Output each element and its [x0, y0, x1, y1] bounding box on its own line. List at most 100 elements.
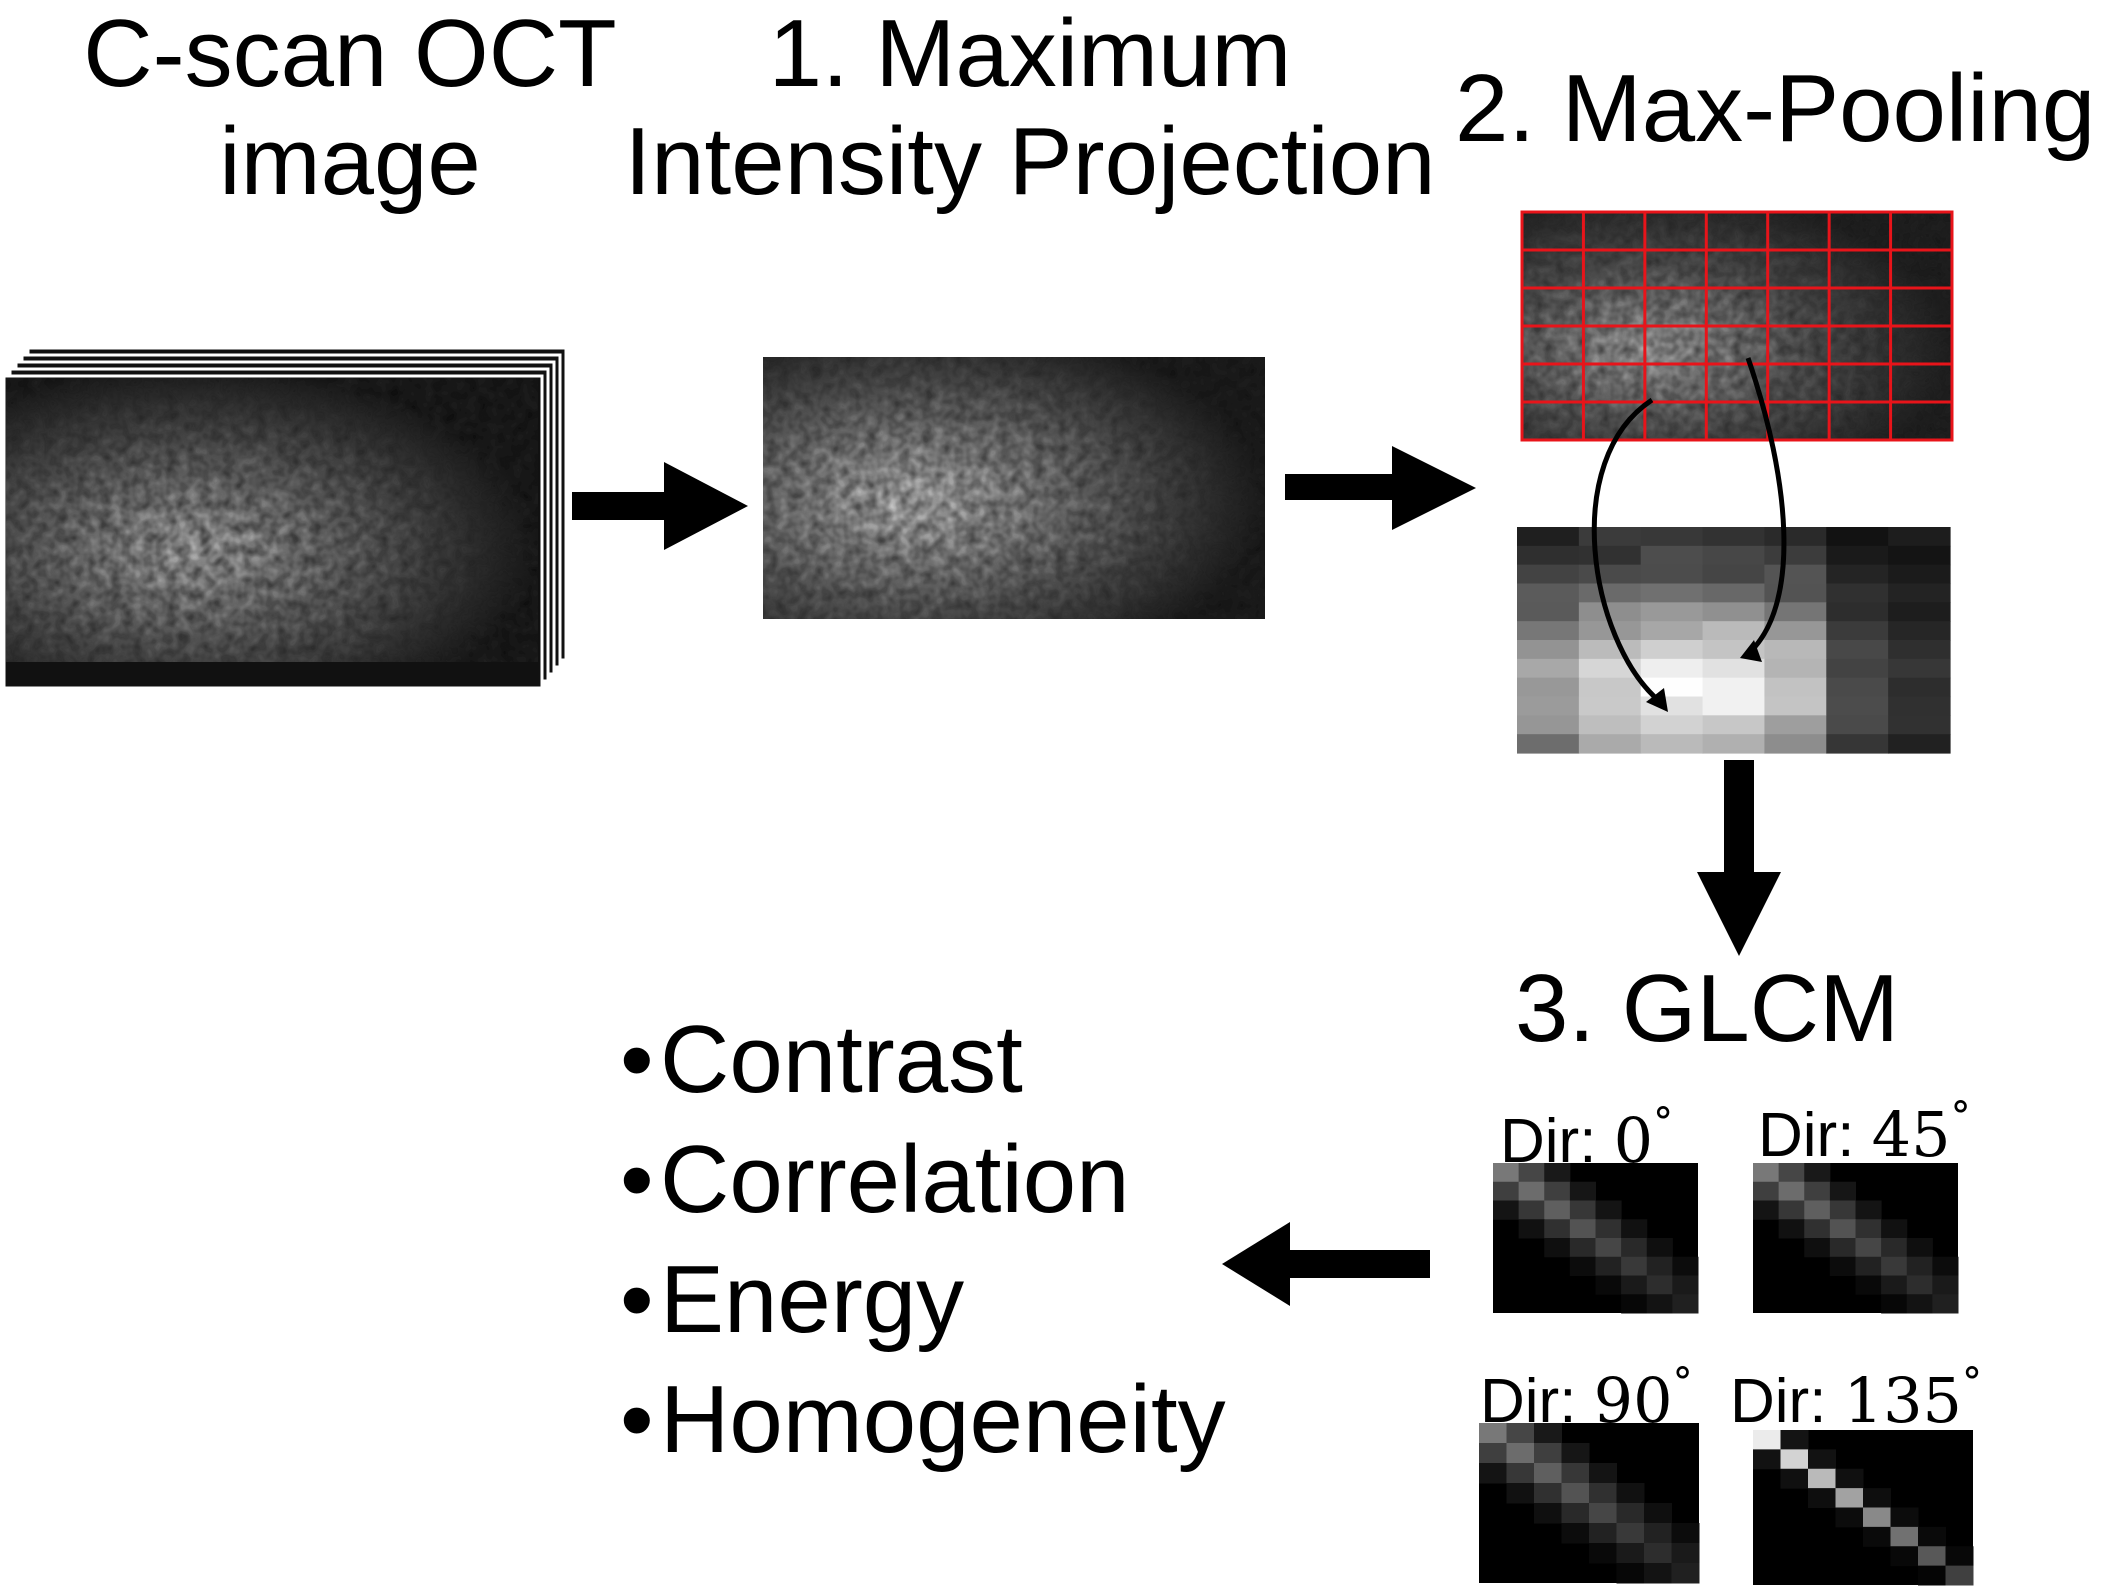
glcm-cell	[1918, 1526, 1946, 1547]
glcm-cell	[1595, 1238, 1622, 1258]
glcm-cell	[1672, 1256, 1699, 1276]
glcm-cell	[1616, 1503, 1645, 1524]
glcm-cell	[1621, 1256, 1648, 1276]
pooled-cell	[1764, 564, 1827, 585]
glcm-cell	[1829, 1200, 1856, 1220]
glcm-cell	[1561, 1523, 1590, 1544]
glcm-cell	[1518, 1200, 1545, 1220]
glcm-cell	[1569, 1200, 1596, 1220]
glcm-cell	[1890, 1526, 1919, 1547]
glcm-cell	[1778, 1163, 1805, 1183]
glcm-cell	[1534, 1483, 1562, 1504]
glcm-cell	[1595, 1275, 1622, 1295]
glcm-cell	[1589, 1543, 1617, 1564]
glcm-cell	[1561, 1483, 1590, 1504]
glcm-cell	[1589, 1503, 1617, 1524]
pooled-cell	[1517, 621, 1580, 641]
glcm-cell	[1589, 1523, 1617, 1544]
glcm-cell	[1621, 1238, 1648, 1258]
glcm-matrix-90	[1479, 1423, 1700, 1584]
feature-homogeneity: •Homogeneity	[620, 1366, 1226, 1473]
pooled-cell	[1826, 658, 1889, 679]
glcm-cell	[1780, 1449, 1809, 1470]
pooled-cell	[1578, 734, 1642, 754]
pooled-cell	[1640, 677, 1704, 698]
pooled-cell	[1640, 564, 1704, 585]
glcm-cell	[1804, 1238, 1831, 1258]
glcm-cell	[1644, 1503, 1672, 1524]
glcm-cell	[1753, 1449, 1781, 1470]
glcm-cell	[1829, 1256, 1856, 1276]
pooled-cell	[1764, 621, 1827, 641]
glcm-cell	[1544, 1163, 1571, 1183]
glcm-cell	[1835, 1468, 1864, 1489]
cscan-title: C-scan OCT image	[83, 0, 617, 215]
glcm-direction-label-45: Dir: 45°	[1758, 1094, 1971, 1171]
pooled-cell	[1826, 602, 1889, 622]
glcm-matrix-0	[1493, 1163, 1699, 1314]
pooled-cell	[1517, 734, 1580, 754]
pooled-cell	[1640, 658, 1704, 679]
pooled-cell	[1702, 602, 1766, 622]
pooled-cell	[1702, 658, 1766, 679]
glcm-cell	[1808, 1488, 1836, 1508]
pooled-cell	[1702, 564, 1766, 585]
glcm-cell	[1595, 1219, 1622, 1239]
mip-title: 1. Maximum Intensity Projection	[624, 0, 1436, 215]
glcm-cell	[1569, 1219, 1596, 1239]
pooled-cell	[1888, 640, 1951, 660]
pooled-cell	[1578, 583, 1642, 603]
pooled-cell	[1578, 621, 1642, 641]
pooled-cell	[1888, 602, 1951, 622]
glcm-cell	[1534, 1463, 1562, 1484]
pooled-cell	[1517, 658, 1580, 679]
glcm-cell	[1621, 1219, 1648, 1239]
glcm-cell	[1646, 1238, 1673, 1258]
glcm-cell	[1881, 1275, 1908, 1295]
pooled-cell	[1888, 658, 1951, 679]
glcm-cell	[1506, 1463, 1535, 1484]
pooled-cell	[1764, 640, 1827, 660]
pooled-cell	[1764, 527, 1827, 547]
curved-arrow-right	[1745, 357, 1787, 652]
glcm-cell	[1534, 1443, 1562, 1464]
glcm-cell	[1932, 1275, 1959, 1295]
pooled-cell	[1517, 640, 1580, 660]
feature-contrast: •Contrast	[620, 1006, 1023, 1113]
pooled-cell	[1764, 658, 1827, 679]
pooled-cell	[1888, 715, 1951, 735]
glcm-cell	[1945, 1546, 1974, 1567]
arrow-cscan-to-mip	[572, 462, 748, 550]
glcm-cell	[1671, 1563, 1700, 1584]
pooled-cell	[1888, 696, 1951, 716]
glcm-cell	[1906, 1238, 1933, 1258]
pooled-cell	[1517, 677, 1580, 698]
glcm-direction-label-90: Dir: 90°	[1480, 1360, 1693, 1437]
glcm-cell	[1804, 1163, 1831, 1183]
glcm-cell	[1534, 1423, 1562, 1444]
glcm-cell	[1835, 1507, 1864, 1528]
glcm-cell	[1616, 1523, 1645, 1544]
glcm-cell	[1672, 1275, 1699, 1295]
arrow-pooling-to-glcm	[1697, 760, 1781, 956]
glcm-matrix-45	[1753, 1163, 1959, 1314]
pooled-cell	[1764, 545, 1827, 566]
curved-arrow-left	[1591, 397, 1660, 702]
glcm-cell	[1906, 1256, 1933, 1276]
pooled-cell	[1578, 602, 1642, 622]
pooled-cell	[1764, 583, 1827, 603]
glcm-cell	[1863, 1526, 1891, 1547]
glcm-cell	[1518, 1219, 1545, 1239]
glcm-cell	[1595, 1200, 1622, 1220]
glcm-cell	[1753, 1163, 1780, 1183]
pooled-cell	[1826, 564, 1889, 585]
pooled-cell	[1826, 545, 1889, 566]
glcm-cell	[1855, 1238, 1882, 1258]
glcm-cell	[1506, 1483, 1535, 1504]
pooled-cell	[1517, 696, 1580, 716]
pooled-cell	[1517, 715, 1580, 735]
glcm-cell	[1621, 1275, 1648, 1295]
glcm-cell	[1646, 1275, 1673, 1295]
glcm-cell	[1863, 1507, 1891, 1528]
